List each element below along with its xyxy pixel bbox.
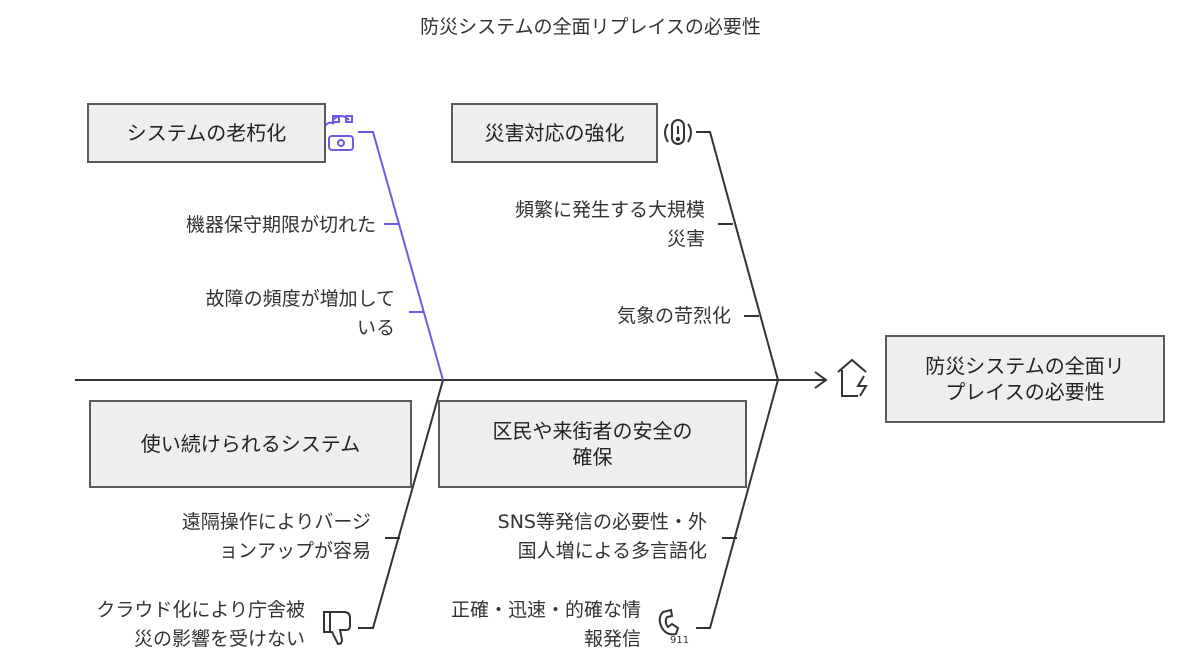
phone-911-label: 911	[670, 635, 689, 646]
effect-label-line2: プレイスの必要性	[945, 380, 1105, 404]
category-box-disaster-response: 災害対応の強化	[451, 103, 658, 163]
telephone-stack-icon	[323, 115, 354, 151]
category-box-system-aging: システムの老朽化	[87, 103, 326, 163]
cause-remote-update: 遠隔操作によりバージ ョンアップが容易	[182, 508, 371, 565]
category-box-citizen-safety: 区民や来街者の安全の 確保	[438, 400, 747, 488]
bone-citizen-safety	[696, 379, 779, 629]
cause-severe-weather: 気象の苛烈化	[617, 302, 731, 331]
cause-maintenance-expired: 機器保守期限が切れた	[186, 211, 376, 240]
cause-text-line1: 遠隔操作によりバージ	[181, 511, 371, 533]
category-box-sustainable-system: 使い続けられるシステム	[89, 400, 412, 488]
cause-text-line1: 気象の苛烈化	[616, 305, 731, 327]
category-label: システムの老朽化	[126, 121, 287, 145]
cause-text-line2: 災の影響を受けない	[133, 627, 305, 650]
cause-cloud-resilience: クラウド化により庁舎被 災の影響を受けない	[96, 596, 305, 653]
cause-text-line2: 災害	[666, 227, 705, 250]
house-storm-icon	[837, 358, 868, 397]
cause-text-line2: いる	[356, 316, 395, 339]
bone-disaster-response	[696, 131, 779, 381]
bone-system-aging	[358, 131, 444, 381]
cause-text-line1: 機器保守期限が切れた	[185, 214, 376, 236]
category-label: 災害対応の強化	[484, 121, 625, 145]
phone-911-icon	[658, 608, 680, 636]
cause-text-line1: SNS等発信の必要性・外	[497, 511, 707, 533]
thumbs-down-icon	[323, 611, 351, 646]
effect-label-line1: 防災システムの全面リ	[925, 354, 1125, 378]
cause-text-line1: 頻繁に発生する大規模	[514, 199, 705, 221]
cause-frequent-disasters: 頻繁に発生する大規模 災害	[515, 196, 705, 253]
cause-text-line2: 国人増による多言語化	[517, 539, 707, 562]
cause-text-line1: 故障の頻度が増加して	[205, 288, 395, 310]
category-label-line2: 確保	[572, 445, 613, 469]
spine-arrowhead	[814, 371, 828, 389]
cause-sns-multilingual: SNS等発信の必要性・外 国人増による多言語化	[498, 508, 707, 565]
cause-text-line1: 正確・迅速・的確な情	[450, 599, 641, 621]
cause-text-line2: ョンアップが容易	[218, 539, 371, 562]
effect-box: 防災システムの全面リ プレイスの必要性	[885, 335, 1165, 423]
alarm-icon	[664, 119, 692, 145]
bone-sustainable-system	[358, 379, 444, 629]
cause-text-line1: クラウド化により庁舎被	[96, 599, 305, 621]
cause-accurate-info: 正確・迅速・的確な情 報発信	[451, 596, 641, 653]
category-label-line1: 区民や来街者の安全の	[492, 419, 693, 443]
category-label: 使い続けられるシステム	[140, 432, 361, 456]
cause-failure-frequency: 故障の頻度が増加して いる	[206, 285, 395, 342]
cause-text-line2: 報発信	[583, 627, 641, 650]
diagram-title: 防災システムの全面リプレイスの必要性	[420, 16, 761, 38]
